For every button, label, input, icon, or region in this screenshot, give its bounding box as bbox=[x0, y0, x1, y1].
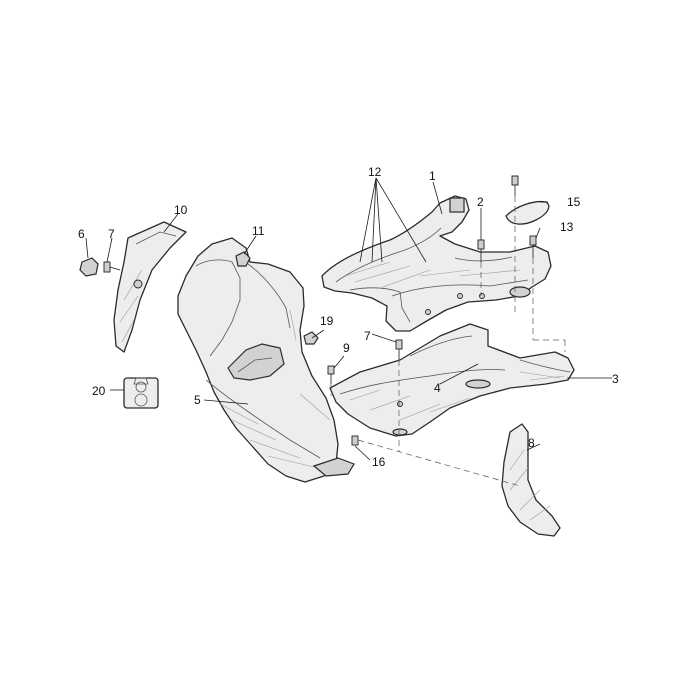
callout-9: 9 bbox=[343, 341, 350, 355]
part-15-rubber-pad bbox=[505, 200, 550, 225]
callout-1: 1 bbox=[429, 169, 436, 183]
part-5-front-shield bbox=[177, 237, 355, 483]
callout-11: 11 bbox=[252, 224, 265, 238]
callout-labels: 1 2 3 4 5 6 7 7 8 9 10 11 12 13 15 16 19… bbox=[78, 165, 619, 469]
callout-10: 10 bbox=[174, 203, 188, 217]
assembly-lines bbox=[330, 196, 566, 487]
top-screw bbox=[511, 175, 519, 196]
leader-lines bbox=[85, 177, 612, 461]
callout-13: 13 bbox=[560, 220, 574, 234]
part-19-clip bbox=[303, 331, 319, 345]
part-8-side-trim bbox=[501, 423, 561, 537]
part-13-screw bbox=[529, 235, 537, 258]
callout-5: 5 bbox=[194, 393, 201, 407]
callout-8: 8 bbox=[528, 436, 535, 450]
callout-7-center: 7 bbox=[364, 329, 371, 343]
callout-19: 19 bbox=[320, 314, 334, 328]
part-16-screw bbox=[351, 435, 359, 446]
part-7-screw-left bbox=[103, 261, 121, 273]
callout-15: 15 bbox=[567, 195, 581, 209]
callout-2: 2 bbox=[477, 195, 484, 209]
part-3-floor-panel bbox=[329, 323, 575, 437]
part-9-screw bbox=[327, 365, 335, 384]
callout-12: 12 bbox=[368, 165, 382, 179]
callout-7-left: 7 bbox=[108, 227, 115, 241]
callout-4: 4 bbox=[434, 381, 441, 395]
part-10-trim-panel bbox=[113, 221, 187, 353]
callout-16: 16 bbox=[372, 455, 386, 469]
callout-20: 20 bbox=[92, 384, 106, 398]
part-20-emblem bbox=[123, 377, 159, 409]
part-6-rubber-grommet bbox=[79, 257, 99, 277]
part-7-screw-center bbox=[395, 339, 403, 360]
callout-6: 6 bbox=[78, 227, 85, 241]
part-11-clip bbox=[235, 251, 251, 267]
callout-3: 3 bbox=[612, 372, 619, 386]
